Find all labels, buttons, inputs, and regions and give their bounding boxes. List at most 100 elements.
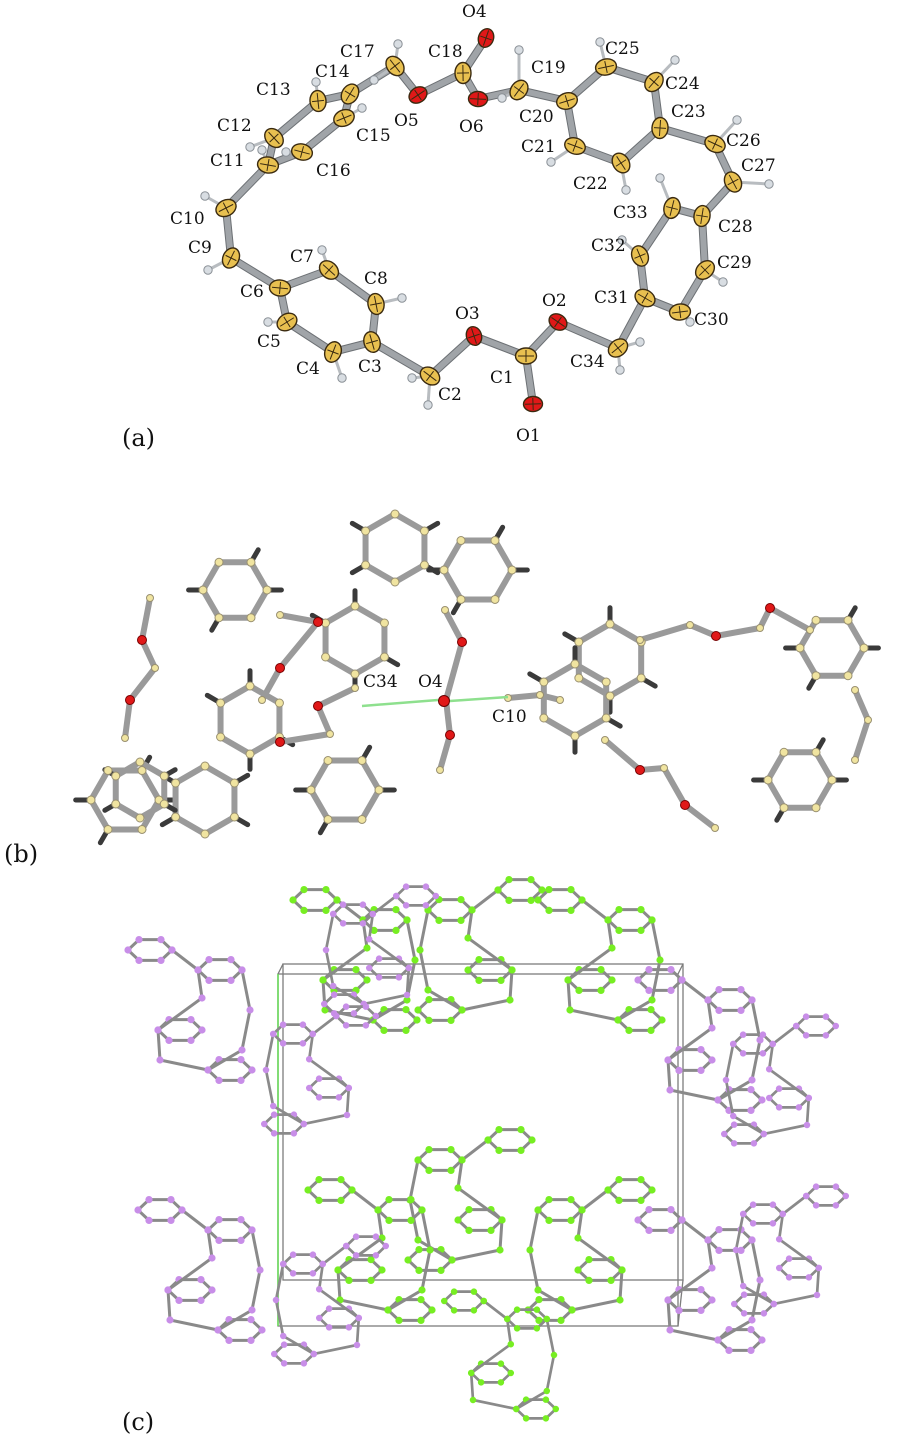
atom-c20	[555, 92, 579, 110]
carbon-atom	[323, 814, 333, 824]
ring-b7-bond	[202, 763, 238, 786]
hydrogen-atom	[317, 245, 327, 255]
chain-b2-bond	[277, 612, 321, 625]
ring-b4-bond	[322, 603, 358, 626]
panel-c-packing-diagram: (c)	[122, 876, 850, 1436]
carbon-atom	[419, 560, 429, 570]
atom-o3	[465, 325, 483, 347]
ring-b2-bond	[362, 511, 398, 534]
hydrogen-atom	[245, 142, 255, 152]
bond-C34-O2-core	[555, 319, 621, 351]
carbon-atom	[350, 601, 360, 611]
ring-b1-bond	[248, 587, 270, 621]
ring-b8-bond	[308, 787, 331, 823]
ring-b3-bond	[492, 567, 515, 603]
hydrogen-atom	[257, 145, 267, 155]
label-o5: O5	[394, 111, 419, 131]
carbon-atom	[636, 673, 646, 683]
green-molecule	[304, 1176, 436, 1324]
ring-b10-bond	[575, 621, 613, 645]
chain-b4-bond	[437, 732, 453, 773]
label-c5: C5	[257, 332, 281, 352]
carbon-atom	[103, 766, 113, 776]
green-molecule	[534, 886, 666, 1034]
unit-cell-box	[277, 963, 684, 1327]
chain-b5-bond	[713, 625, 763, 639]
carbon-atom	[200, 829, 210, 839]
label-o4: O4	[462, 2, 487, 22]
label-o4-b: O4	[418, 672, 443, 692]
ring-b1-bond	[248, 559, 270, 593]
label-c18: C18	[428, 42, 463, 62]
carbon-atom	[229, 778, 239, 788]
label-c6: C6	[240, 282, 264, 302]
carbon-atom	[441, 606, 449, 614]
panel-b-atoms	[86, 509, 872, 839]
chain-b2-bond	[277, 619, 321, 671]
ring-b7-bond	[202, 814, 238, 837]
carbon-atom	[811, 747, 821, 757]
carbon-atom	[86, 795, 96, 805]
oxygen-atom	[445, 730, 455, 740]
ring-b13-bond	[765, 777, 787, 811]
ring-b12-bond	[797, 617, 819, 651]
ring-b2-bond	[392, 562, 428, 585]
carbon-atom	[419, 526, 429, 536]
chain-b5-bond	[637, 622, 693, 643]
carbon-atom	[436, 766, 444, 774]
ring-b2-bond	[362, 562, 398, 585]
hydrogen-atom	[393, 39, 403, 49]
ring-b11-bond	[540, 715, 578, 739]
hydrogen-atom	[655, 173, 665, 183]
label-c1: C1	[490, 368, 514, 388]
oxygen-atom	[635, 765, 645, 775]
atom-c17	[385, 55, 405, 77]
violet-molecule	[270, 1233, 390, 1367]
carbon-atom	[827, 775, 837, 785]
carbon-atom	[214, 557, 224, 567]
carbon-atom	[456, 536, 466, 546]
ring-b13-bond	[765, 749, 787, 783]
violet-molecule	[730, 1183, 850, 1317]
carbon-atom	[159, 771, 169, 781]
label-o1: O1	[516, 426, 541, 446]
carbon-atom	[763, 775, 773, 785]
ring-b5-bond	[247, 734, 283, 757]
ring-b8-bond	[359, 757, 382, 793]
oxygen-atom	[680, 800, 690, 810]
carbon-atom	[159, 799, 169, 809]
atom-c8	[367, 292, 385, 316]
label-c19: C19	[531, 58, 566, 78]
green-molecule	[524, 1176, 656, 1324]
carbon-atom	[198, 585, 208, 595]
carbon-atom	[379, 652, 389, 662]
ring-b12-bond	[845, 645, 867, 679]
oxygen-atom	[711, 631, 721, 641]
oxygen-atom	[125, 695, 135, 705]
oxygen-atom	[765, 603, 775, 613]
carbon-atom	[135, 813, 145, 823]
label-c14: C14	[315, 62, 350, 82]
atom-c16	[290, 143, 314, 161]
carbon-atom	[214, 613, 224, 623]
hydrogen-atom	[337, 373, 347, 383]
carbon-atom	[229, 812, 239, 822]
hydrogen-atom	[670, 55, 680, 65]
hydrogen-atom	[617, 235, 627, 245]
hydrogen-atom	[621, 185, 631, 195]
violet-molecule	[124, 936, 256, 1084]
green-molecule	[404, 1126, 536, 1274]
o4-atom-b	[438, 695, 450, 707]
carbon-atom	[864, 716, 872, 724]
carbon-atom	[601, 736, 609, 744]
carbon-atom	[374, 785, 384, 795]
label-c10-b: C10	[492, 707, 527, 727]
carbon-atom	[490, 594, 500, 604]
chain-b3-bond	[315, 703, 333, 737]
carbon-atom	[146, 594, 154, 602]
label-c28: C28	[718, 217, 753, 237]
bond-C4-C5-core	[284, 319, 336, 355]
carbon-atom	[660, 764, 668, 772]
atom-c21	[564, 136, 586, 156]
hydrogen-atom	[635, 337, 645, 347]
